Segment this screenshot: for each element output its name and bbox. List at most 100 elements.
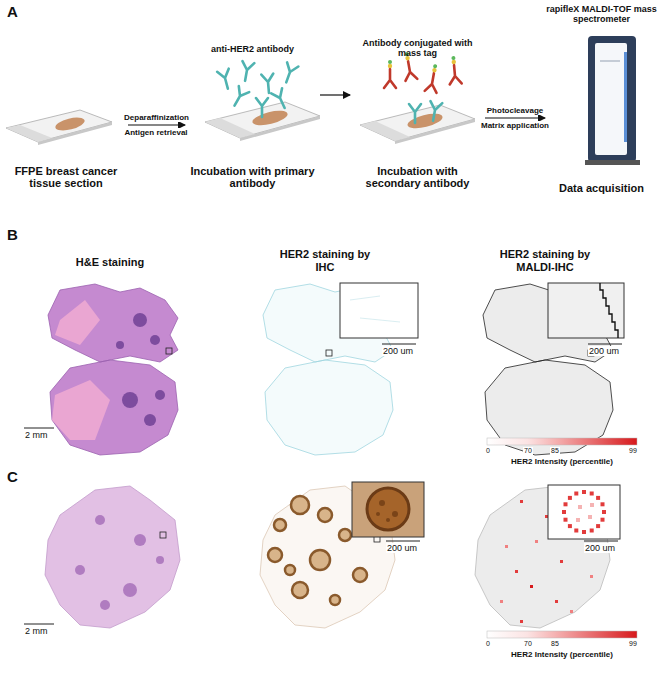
tick-label: 85 xyxy=(550,640,560,648)
illustration-part xyxy=(568,524,572,528)
slide xyxy=(205,61,320,141)
illustration-part xyxy=(548,283,624,338)
illustration-part xyxy=(122,392,138,408)
illustration-part xyxy=(520,620,523,623)
illustration-part xyxy=(318,508,332,522)
illustration-part xyxy=(535,540,538,543)
illustration-part xyxy=(384,60,396,88)
illustration-part xyxy=(588,344,622,345)
illustration-part xyxy=(487,631,637,638)
illustration-part xyxy=(310,550,330,570)
illustration-part xyxy=(515,570,518,573)
illustration-part xyxy=(160,532,166,538)
illustration-part xyxy=(447,56,461,85)
illustration-part xyxy=(555,600,558,603)
illustration-part xyxy=(150,335,160,345)
illustration-part xyxy=(584,541,618,542)
illustration-part xyxy=(582,490,586,494)
illustration-part xyxy=(292,582,308,598)
step-caption: Incubation with secondary antibody xyxy=(350,165,485,190)
illustration-part xyxy=(409,104,421,123)
illustration-part xyxy=(133,313,147,327)
scale-bar xyxy=(24,624,54,625)
illustration-part xyxy=(425,63,442,93)
illustration-part xyxy=(217,69,234,90)
illustration-part xyxy=(350,296,400,322)
illustration-part xyxy=(376,512,380,516)
illustration-part xyxy=(406,111,444,131)
maldi-tissue xyxy=(483,283,624,455)
illustration-part xyxy=(562,490,606,534)
illustration-part xyxy=(134,534,146,546)
illustration-part xyxy=(239,61,254,82)
illustration-part xyxy=(548,485,620,539)
step-heading: Antibody conjugated with mass tag xyxy=(350,38,485,59)
illustration-part xyxy=(564,502,568,506)
step-label: Photocleavage xyxy=(486,106,544,115)
illustration-part xyxy=(330,595,340,605)
illustration-part xyxy=(261,74,275,94)
step-label: Deparaffinization xyxy=(123,113,190,122)
illustration-part xyxy=(568,496,572,500)
illustration-part xyxy=(24,624,54,625)
illustration-part xyxy=(564,518,568,522)
tick-label: 0 xyxy=(485,447,491,455)
process-step: Antibody conjugated with mass tagIncubat… xyxy=(350,38,485,190)
illustration-part xyxy=(392,511,398,517)
illustration-part xyxy=(382,344,416,345)
illustration-part xyxy=(116,341,124,349)
illustration-part xyxy=(353,568,367,582)
illustration-part xyxy=(155,390,165,400)
illustration-part xyxy=(427,101,442,122)
illustration-part xyxy=(256,98,268,117)
illustration-part xyxy=(596,496,600,500)
illustration-part xyxy=(574,529,578,533)
illustration-part xyxy=(576,503,594,522)
scale-label: 200 um xyxy=(588,346,620,356)
scale-label: 2 mm xyxy=(24,626,49,636)
panel-letter: A xyxy=(6,3,19,20)
colorbar-title: HER2 Intensity (percentile) xyxy=(510,457,614,466)
tick-label: 70 xyxy=(523,447,533,455)
illustration-part xyxy=(48,284,178,455)
illustration-part xyxy=(251,108,289,128)
mass-spectrometer xyxy=(585,36,640,165)
illustration-part xyxy=(326,350,332,356)
tick-label: 85 xyxy=(550,447,560,455)
illustration-part xyxy=(596,524,600,528)
illustration-part xyxy=(166,348,172,354)
illustration-part xyxy=(560,560,563,563)
illustration-part xyxy=(274,519,286,531)
illustration-part xyxy=(562,510,566,514)
step-caption: FFPE breast cancer tissue section xyxy=(4,165,128,190)
illustration-part xyxy=(291,496,309,514)
illustration-part xyxy=(530,585,533,588)
process-arrow xyxy=(485,117,545,118)
illustration-part xyxy=(590,503,594,507)
illustration-part xyxy=(602,510,606,514)
illustration-part xyxy=(339,529,351,541)
illustration-part xyxy=(281,62,299,84)
illustration-part xyxy=(100,600,110,610)
illustration-part xyxy=(595,43,627,155)
step-label: Antigen retrieval xyxy=(123,128,188,137)
illustration-part xyxy=(386,518,390,522)
process-step: FFPE breast cancer tissue section xyxy=(4,95,128,190)
illustration-part xyxy=(360,121,410,141)
illustration-part xyxy=(367,488,409,530)
illustration-part xyxy=(588,36,636,162)
illustration-part xyxy=(590,575,593,578)
illustration-part xyxy=(600,283,618,338)
illustration-part xyxy=(520,500,523,503)
illustration-part xyxy=(123,583,137,597)
process-arrow xyxy=(128,124,185,125)
process-step: rapifleX MALDI-TOF mass spectrometerData… xyxy=(545,4,658,195)
illustration-part xyxy=(45,486,180,628)
column-heading: HER2 staining by MALDI-IHC xyxy=(494,248,596,273)
illustration-part xyxy=(156,556,164,564)
column-heading: HER2 staining by IHC xyxy=(274,248,376,273)
tick-label: 0 xyxy=(485,640,491,648)
